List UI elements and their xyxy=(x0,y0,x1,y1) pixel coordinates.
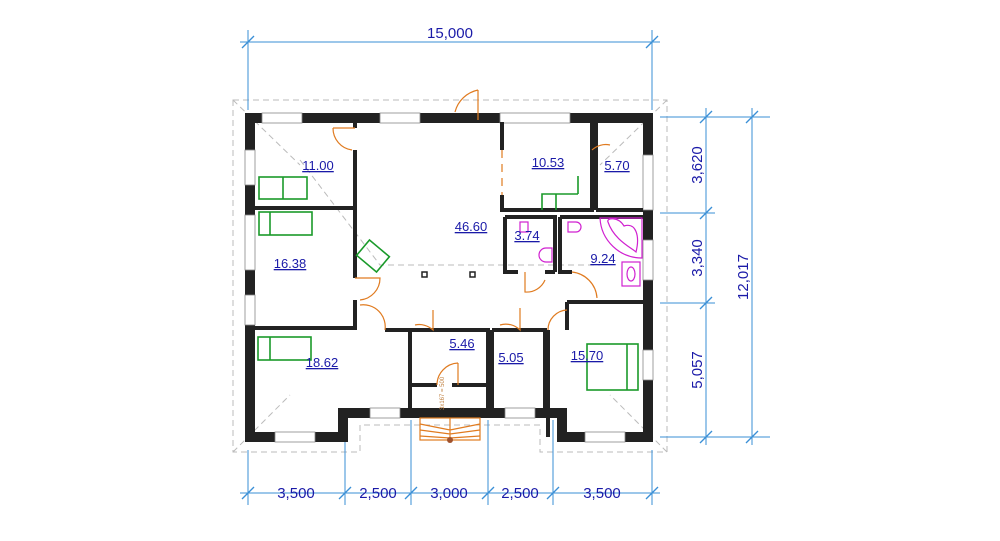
room-area-label: 10.53 xyxy=(532,155,565,170)
bottom-dimensions: 3,500 2,500 3,000 2,500 3,500 xyxy=(240,420,660,505)
doors xyxy=(332,89,611,386)
room-area-label: 18.62 xyxy=(306,355,339,370)
room-labels: 11.00 16.38 18.62 46.60 10.53 5.70 3.74 … xyxy=(274,155,630,370)
bed-icon xyxy=(258,211,313,236)
dim-label: 3,340 xyxy=(689,239,706,277)
column xyxy=(421,271,428,278)
double-bed-icon xyxy=(586,343,639,391)
sanitary xyxy=(519,217,643,287)
toilet-icon xyxy=(538,247,553,263)
stairs-note: 3x167 = 500 xyxy=(440,376,446,410)
dim-label: 3,500 xyxy=(583,485,621,502)
room-area-label: 5.70 xyxy=(604,158,629,173)
room-area-label: 11.00 xyxy=(302,158,334,173)
room-area-label: 9.24 xyxy=(590,251,615,266)
sink-icon xyxy=(519,221,529,233)
dim-label: 3,620 xyxy=(689,146,706,184)
armchair-icon xyxy=(355,238,391,274)
room-area-label: 46.60 xyxy=(455,219,488,234)
washbasin-icon xyxy=(621,261,641,287)
overall-width-label: 15,000 xyxy=(427,25,473,42)
bed-icon xyxy=(257,336,312,361)
toilet-icon xyxy=(567,221,582,233)
windows xyxy=(244,112,654,443)
furniture xyxy=(257,176,639,391)
dim-label: 2,500 xyxy=(501,485,539,502)
room-area-label: 15.70 xyxy=(571,348,604,363)
dim-label: 3,000 xyxy=(430,485,468,502)
kitchen-counter-icon xyxy=(541,176,579,210)
bathtub-icon xyxy=(599,217,643,259)
room-area-label: 5.05 xyxy=(498,350,523,365)
overall-depth-label: 12,017 xyxy=(735,254,752,300)
column xyxy=(469,271,476,278)
right-dimensions: 3,620 3,340 5,057 12,017 xyxy=(660,108,770,445)
dim-label: 5,057 xyxy=(689,351,706,389)
dim-label: 3,500 xyxy=(277,485,315,502)
roof-outline xyxy=(232,99,668,453)
room-area-label: 3.74 xyxy=(514,228,539,243)
dim-label: 2,500 xyxy=(359,485,397,502)
room-area-label: 16.38 xyxy=(274,256,307,271)
roof-ridge-lines xyxy=(232,99,668,453)
sofa-icon xyxy=(258,176,308,200)
room-area-label: 5.46 xyxy=(449,336,474,351)
top-dimension: 15,000 xyxy=(240,25,660,110)
entrance-stairs: 3x167 = 500 xyxy=(419,376,481,443)
inner-walls xyxy=(255,122,643,437)
